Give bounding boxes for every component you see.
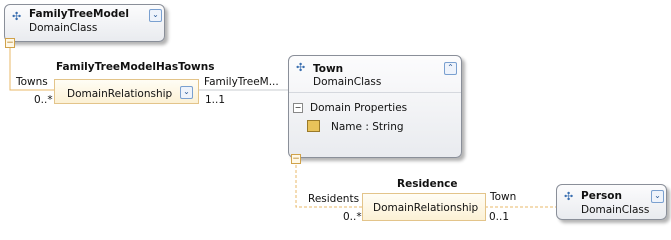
- source-multiplicity: 0..*: [34, 94, 53, 106]
- class-name: Town: [313, 63, 344, 75]
- class-familytreemodel[interactable]: ✣ FamilyTreeModel DomainClass ⌄: [4, 4, 165, 42]
- class-kind: DomainClass: [29, 22, 98, 34]
- class-name: FamilyTreeModel: [29, 8, 129, 20]
- connector-familytree-rel: [9, 43, 54, 91]
- relationship-shape-familytree-towns[interactable]: DomainRelationship ⌄: [54, 79, 199, 104]
- target-multiplicity: 0..1: [489, 211, 510, 223]
- class-kind: DomainClass: [581, 204, 650, 216]
- class-header: ✣ FamilyTreeModel DomainClass: [5, 5, 164, 39]
- class-shape-icon: ✣: [12, 10, 22, 23]
- chevron-down-icon[interactable]: ⌄: [180, 86, 193, 99]
- connectors: [9, 43, 556, 208]
- relationship-label: DomainRelationship: [67, 88, 173, 100]
- relationship-shape-residence[interactable]: DomainRelationship: [362, 193, 486, 221]
- chevron-down-icon[interactable]: ⌄: [651, 190, 664, 203]
- class-shape-icon: ✣: [296, 61, 306, 74]
- source-role: Towns: [16, 76, 48, 88]
- class-kind: DomainClass: [313, 76, 382, 88]
- source-multiplicity: 0..*: [343, 211, 362, 223]
- section-label: Domain Properties: [310, 102, 408, 114]
- collapse-toggle-familytree[interactable]: −: [5, 38, 15, 48]
- target-role: FamilyTreeM...: [204, 76, 279, 88]
- target-role: Town: [490, 191, 517, 203]
- property-name: Name : String: [331, 121, 404, 133]
- property-icon: [307, 120, 320, 132]
- class-header: ✣ Person DomainClass: [557, 185, 666, 219]
- chevron-up-icon[interactable]: ⌃: [444, 62, 457, 75]
- class-name: Person: [581, 190, 622, 202]
- relationship-label: DomainRelationship: [373, 202, 479, 214]
- relationship-title: FamilyTreeModelHasTowns: [56, 61, 215, 73]
- class-shape-icon: ✣: [564, 190, 574, 203]
- target-multiplicity: 1..1: [205, 94, 226, 106]
- class-header: ✣ Town DomainClass: [289, 56, 461, 93]
- source-role: Residents: [308, 193, 360, 205]
- class-town[interactable]: ✣ Town DomainClass ⌃ − Domain Properties…: [288, 55, 462, 158]
- class-person[interactable]: ✣ Person DomainClass ⌄: [556, 184, 667, 220]
- chevron-down-icon[interactable]: ⌄: [149, 9, 162, 22]
- section-collapse-icon[interactable]: −: [293, 103, 303, 113]
- relationship-title: Residence: [397, 178, 458, 190]
- collapse-toggle-town[interactable]: −: [291, 154, 301, 164]
- connector-town-residence: [295, 160, 364, 208]
